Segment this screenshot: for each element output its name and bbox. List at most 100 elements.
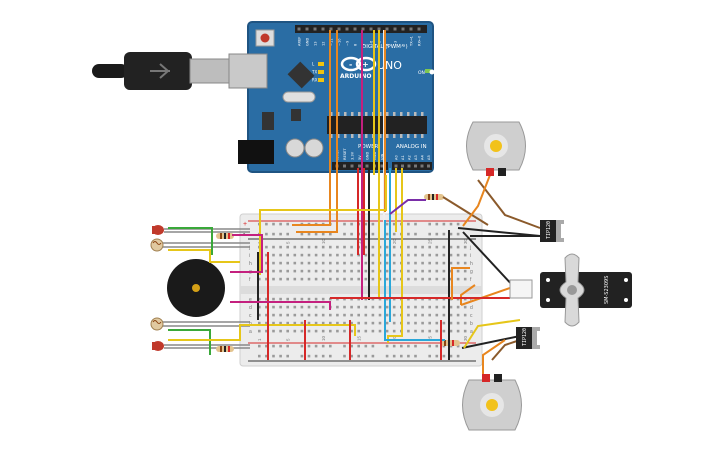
breadboard-hole[interactable] <box>307 354 311 358</box>
breadboard-hole[interactable] <box>279 297 282 301</box>
digital-pin-hole[interactable] <box>393 27 397 31</box>
breadboard-hole[interactable] <box>364 329 368 333</box>
breadboard-hole[interactable] <box>357 297 360 301</box>
breadboard-hole[interactable] <box>350 297 353 301</box>
breadboard-hole[interactable] <box>400 354 403 358</box>
breadboard-hole[interactable] <box>449 329 453 333</box>
digital-pin-hole[interactable] <box>401 27 405 31</box>
breadboard-hole[interactable] <box>258 321 261 325</box>
breadboard-hole[interactable] <box>435 277 439 281</box>
breadboard-hole[interactable] <box>279 354 282 358</box>
breadboard-hole[interactable] <box>442 344 446 348</box>
breadboard-hole[interactable] <box>300 305 304 309</box>
breadboard-hole[interactable] <box>449 222 453 226</box>
breadboard-hole[interactable] <box>343 222 346 226</box>
breadboard-hole[interactable] <box>407 277 410 281</box>
breadboard-hole[interactable] <box>421 329 424 333</box>
breadboard-hole[interactable] <box>279 329 282 333</box>
breadboard-hole[interactable] <box>407 321 410 325</box>
breadboard-hole[interactable] <box>329 297 332 301</box>
breadboard-hole[interactable] <box>456 232 460 236</box>
breadboard-hole[interactable] <box>343 321 346 325</box>
breadboard-hole[interactable] <box>392 354 396 358</box>
transistor-top[interactable]: TIP120 <box>540 220 564 242</box>
breadboard-hole[interactable] <box>442 329 446 333</box>
breadboard-hole[interactable] <box>449 245 453 249</box>
breadboard-hole[interactable] <box>350 269 353 273</box>
breadboard-hole[interactable] <box>321 245 325 249</box>
breadboard-hole[interactable] <box>421 305 424 309</box>
breadboard-hole[interactable] <box>286 253 289 257</box>
breadboard-hole[interactable] <box>385 222 389 226</box>
breadboard-hole[interactable] <box>272 344 275 348</box>
breadboard-hole[interactable] <box>350 329 353 333</box>
breadboard-hole[interactable] <box>350 222 353 226</box>
breadboard-hole[interactable] <box>272 305 275 309</box>
breadboard-hole[interactable] <box>364 253 368 257</box>
breadboard-hole[interactable] <box>385 245 389 249</box>
breadboard-hole[interactable] <box>421 269 424 273</box>
breadboard-hole[interactable] <box>293 277 297 281</box>
breadboard-hole[interactable] <box>258 313 261 317</box>
breadboard-hole[interactable] <box>272 232 275 236</box>
led-red-top[interactable] <box>152 225 250 235</box>
breadboard-hole[interactable] <box>435 297 439 301</box>
breadboard-hole[interactable] <box>364 222 368 226</box>
breadboard-hole[interactable] <box>272 354 275 358</box>
breadboard-hole[interactable] <box>442 297 446 301</box>
breadboard-hole[interactable] <box>435 245 439 249</box>
breadboard-hole[interactable] <box>336 269 339 273</box>
breadboard-hole[interactable] <box>414 344 417 348</box>
breadboard-hole[interactable] <box>414 261 417 265</box>
breadboard-hole[interactable] <box>428 321 431 325</box>
breadboard-hole[interactable] <box>435 253 439 257</box>
breadboard-hole[interactable] <box>449 321 453 325</box>
breadboard-hole[interactable] <box>371 277 375 281</box>
breadboard-hole[interactable] <box>364 261 368 265</box>
breadboard-hole[interactable] <box>336 253 339 257</box>
breadboard-hole[interactable] <box>357 253 360 257</box>
breadboard-hole[interactable] <box>314 269 318 273</box>
dc-motor-top[interactable] <box>466 121 526 176</box>
breadboard-hole[interactable] <box>407 269 410 273</box>
breadboard-hole[interactable] <box>279 253 282 257</box>
breadboard-hole[interactable] <box>456 329 460 333</box>
breadboard-hole[interactable] <box>272 277 275 281</box>
breadboard-hole[interactable] <box>265 277 268 281</box>
breadboard-hole[interactable] <box>456 297 460 301</box>
breadboard-hole[interactable] <box>272 245 275 249</box>
breadboard-hole[interactable] <box>300 277 304 281</box>
breadboard-hole[interactable] <box>435 232 439 236</box>
breadboard-hole[interactable] <box>336 329 339 333</box>
breadboard-hole[interactable] <box>265 269 268 273</box>
breadboard-hole[interactable] <box>286 305 289 309</box>
breadboard-hole[interactable] <box>321 313 325 317</box>
breadboard-hole[interactable] <box>421 261 424 265</box>
breadboard-hole[interactable] <box>307 313 311 317</box>
breadboard-hole[interactable] <box>456 245 460 249</box>
breadboard-hole[interactable] <box>392 277 396 281</box>
breadboard-hole[interactable] <box>407 245 410 249</box>
digital-pin-hole[interactable] <box>377 27 381 31</box>
breadboard-hole[interactable] <box>293 329 297 333</box>
breadboard-hole[interactable] <box>392 313 396 317</box>
breadboard-hole[interactable] <box>265 232 268 236</box>
breadboard-hole[interactable] <box>307 344 311 348</box>
breadboard-hole[interactable] <box>314 305 318 309</box>
breadboard-hole[interactable] <box>336 245 339 249</box>
transistor-bottom[interactable]: TIP120 <box>516 327 540 349</box>
breadboard-hole[interactable] <box>414 222 417 226</box>
resistor-3[interactable] <box>424 194 444 200</box>
breadboard-hole[interactable] <box>428 277 431 281</box>
breadboard-hole[interactable] <box>293 297 297 301</box>
breadboard-hole[interactable] <box>392 261 396 265</box>
breadboard-hole[interactable] <box>421 277 424 281</box>
breadboard-hole[interactable] <box>407 297 410 301</box>
breadboard-hole[interactable] <box>435 261 439 265</box>
breadboard-hole[interactable] <box>407 222 410 226</box>
breadboard-hole[interactable] <box>456 261 460 265</box>
breadboard-hole[interactable] <box>314 313 318 317</box>
buzzer[interactable] <box>167 259 225 317</box>
breadboard-hole[interactable] <box>364 297 368 301</box>
breadboard-hole[interactable] <box>414 232 417 236</box>
